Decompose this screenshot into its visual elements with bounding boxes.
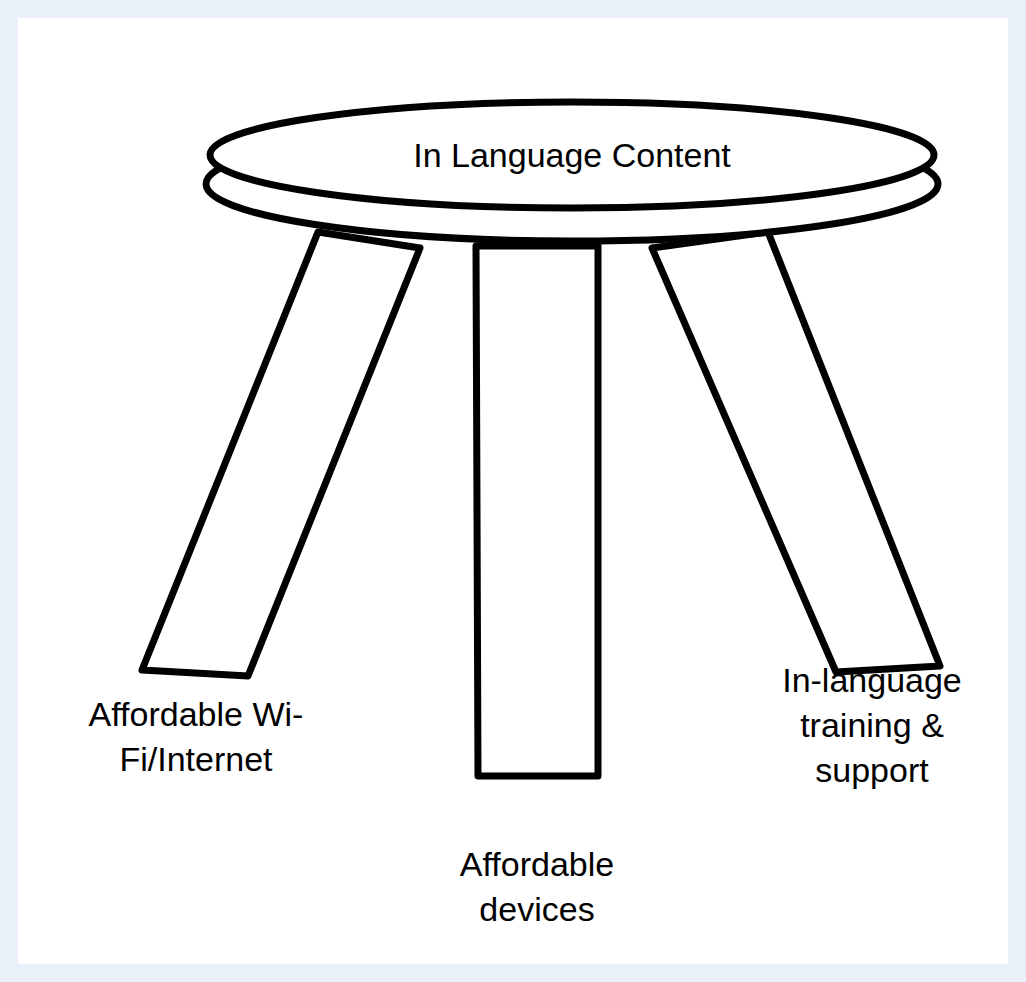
stool-leg [652, 232, 940, 672]
seat-label: In Language Content [413, 133, 731, 178]
stool-seat: In Language Content [206, 98, 938, 212]
leg-label: In-language training & support [757, 658, 987, 793]
stool-leg [476, 246, 598, 776]
leg-label: Affordable devices [437, 842, 637, 932]
leg-label: Affordable Wi-Fi/Internet [61, 692, 331, 782]
stool-leg [142, 232, 420, 676]
